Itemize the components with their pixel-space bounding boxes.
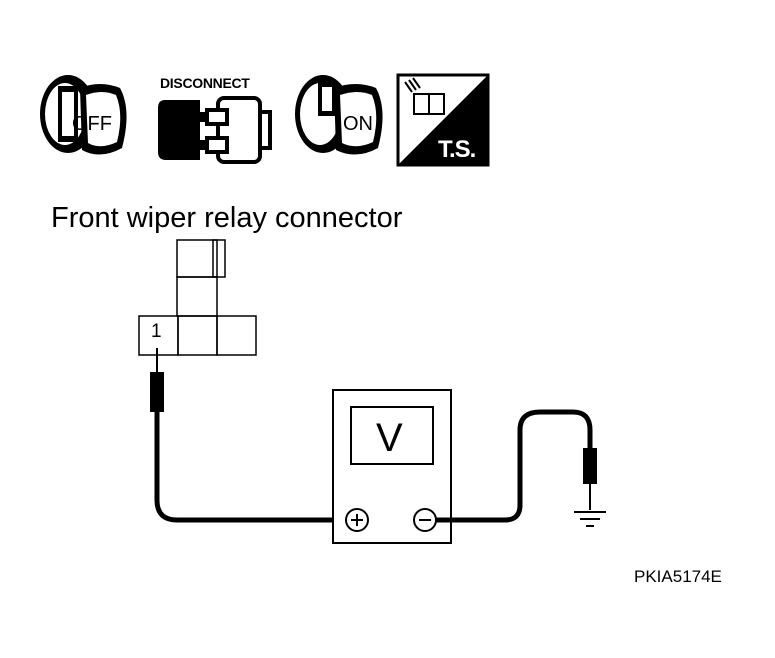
positive-test-lead [150,348,345,523]
figure-code: PKIA5174E [634,567,722,586]
voltmeter-symbol: V [376,416,403,460]
ground-icon [574,511,606,527]
connector-title: Front wiper relay connector [51,202,403,234]
disconnect-label: DISCONNECT [160,75,250,91]
negative-test-lead [436,409,597,523]
ignition-key-on-icon [295,75,383,155]
disconnect-connector-icon [158,96,272,164]
key-off-label: OFF [72,113,112,135]
key-on-label: ON [343,113,373,135]
test-stand-label: T.S. [438,136,476,163]
pin-number-label: 1 [151,321,162,342]
voltmeter [332,389,452,544]
connector-face [138,239,257,356]
ignition-key-off-icon [40,75,127,155]
test-stand-icon [396,73,490,167]
